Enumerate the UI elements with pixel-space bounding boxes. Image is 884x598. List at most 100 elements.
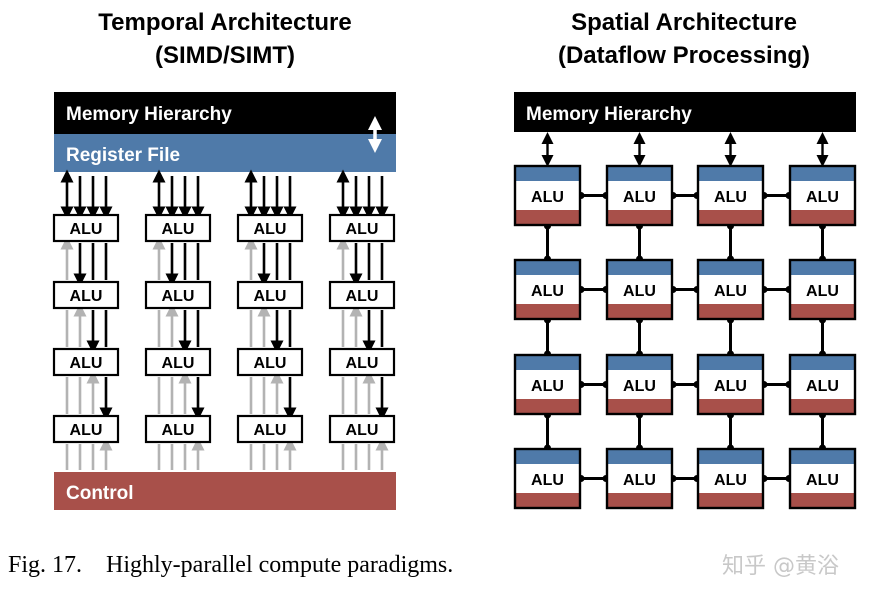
processing-element: ALU: [788, 353, 857, 416]
temporal-arrows: [60, 169, 389, 470]
temporal-alu-label: ALU: [162, 355, 195, 372]
temporal-alu-label: ALU: [346, 288, 379, 305]
temporal-alu-label: ALU: [346, 355, 379, 372]
pe-border: [788, 164, 857, 227]
temporal-control-label: Control: [66, 483, 134, 504]
pe-control-band: [698, 493, 763, 508]
temporal-alu-box: [328, 280, 396, 310]
spatial-memory-label: Memory Hierarchy: [526, 104, 692, 125]
spatial-pe-array: ALU ALU ALU ALU ALU ALU ALU ALU ALU ALU ALU ALU ALU A…: [513, 164, 857, 510]
processing-element: ALU: [696, 447, 765, 510]
pe-register-band: [790, 355, 855, 370]
temporal-alu-label: ALU: [254, 422, 287, 439]
spatial-architecture: Spatial Architecture (Dataflow Processin…: [513, 9, 857, 510]
temporal-alu-box: [328, 347, 396, 377]
pe-control-band: [607, 210, 672, 225]
temporal-title-line1: Temporal Architecture: [98, 9, 351, 36]
spatial-alu-label: ALU: [714, 472, 747, 489]
pe-register-band: [607, 449, 672, 464]
pe-register-band: [515, 355, 580, 370]
processing-element: ALU: [605, 164, 674, 227]
temporal-alu-label: ALU: [162, 288, 195, 305]
temporal-alu-box: [236, 280, 304, 310]
pe-control-band: [698, 304, 763, 319]
pe-border: [513, 353, 582, 416]
pe-control-band: [790, 210, 855, 225]
temporal-alu-box: [328, 213, 396, 243]
pe-control-band: [790, 399, 855, 414]
pe-control-band: [607, 493, 672, 508]
temporal-alu-box: [144, 347, 212, 377]
watermark: 知乎 @黄浴: [722, 554, 839, 579]
pe-register-band: [607, 166, 672, 181]
pe-border: [605, 353, 674, 416]
spatial-alu-label: ALU: [531, 378, 564, 395]
spatial-alu-label: ALU: [806, 189, 839, 206]
pe-register-band: [698, 260, 763, 275]
pe-border: [696, 447, 765, 510]
pe-control-band: [515, 399, 580, 414]
pe-border: [605, 447, 674, 510]
spatial-alu-label: ALU: [623, 472, 656, 489]
processing-element: ALU: [513, 258, 582, 321]
spatial-alu-label: ALU: [623, 283, 656, 300]
temporal-register-bar: [54, 134, 396, 172]
temporal-alu-label: ALU: [70, 355, 103, 372]
temporal-alu-box: [52, 347, 120, 377]
temporal-alu-array: ALUALUALUALUALUALUALUALUALUALUALUALUALUA…: [52, 213, 396, 444]
temporal-memory-label: Memory Hierarchy: [66, 104, 232, 125]
processing-element: ALU: [696, 353, 765, 416]
spatial-alu-label: ALU: [806, 472, 839, 489]
pe-control-band: [607, 304, 672, 319]
pe-border: [513, 447, 582, 510]
processing-element: ALU: [513, 164, 582, 227]
temporal-alu-label: ALU: [70, 422, 103, 439]
temporal-alu-label: ALU: [254, 288, 287, 305]
processing-element: ALU: [788, 447, 857, 510]
spatial-alu-label: ALU: [623, 189, 656, 206]
pe-register-band: [515, 166, 580, 181]
pe-border: [605, 258, 674, 321]
processing-element: ALU: [696, 258, 765, 321]
spatial-title-line1: Spatial Architecture: [571, 9, 797, 36]
pe-control-band: [515, 304, 580, 319]
pe-register-band: [790, 260, 855, 275]
processing-element: ALU: [605, 353, 674, 416]
temporal-alu-label: ALU: [162, 422, 195, 439]
pe-control-band: [515, 493, 580, 508]
temporal-memory-bar: [54, 92, 396, 134]
pe-border: [696, 258, 765, 321]
spatial-alu-label: ALU: [531, 283, 564, 300]
temporal-control-bar: [54, 472, 396, 510]
temporal-alu-box: [236, 213, 304, 243]
processing-element: ALU: [696, 164, 765, 227]
temporal-alu-box: [52, 213, 120, 243]
pe-border: [605, 164, 674, 227]
processing-element: ALU: [788, 258, 857, 321]
pe-control-band: [698, 399, 763, 414]
temporal-alu-box: [144, 414, 212, 444]
temporal-alu-label: ALU: [70, 288, 103, 305]
pe-register-band: [698, 449, 763, 464]
processing-element: ALU: [605, 258, 674, 321]
pe-control-band: [515, 210, 580, 225]
temporal-alu-label: ALU: [254, 355, 287, 372]
pe-register-band: [607, 260, 672, 275]
temporal-alu-box: [236, 347, 304, 377]
temporal-alu-box: [52, 280, 120, 310]
temporal-alu-label: ALU: [254, 221, 287, 238]
pe-border: [788, 447, 857, 510]
pe-border: [513, 164, 582, 227]
spatial-alu-label: ALU: [714, 378, 747, 395]
pe-border: [513, 258, 582, 321]
temporal-architecture: Temporal Architecture (SIMD/SIMT) Memory…: [52, 9, 396, 510]
pe-register-band: [698, 355, 763, 370]
pe-control-band: [790, 304, 855, 319]
spatial-alu-label: ALU: [806, 283, 839, 300]
pe-control-band: [790, 493, 855, 508]
temporal-alu-box: [52, 414, 120, 444]
pe-register-band: [607, 355, 672, 370]
spatial-title-line2: (Dataflow Processing): [558, 42, 810, 69]
pe-register-band: [790, 449, 855, 464]
